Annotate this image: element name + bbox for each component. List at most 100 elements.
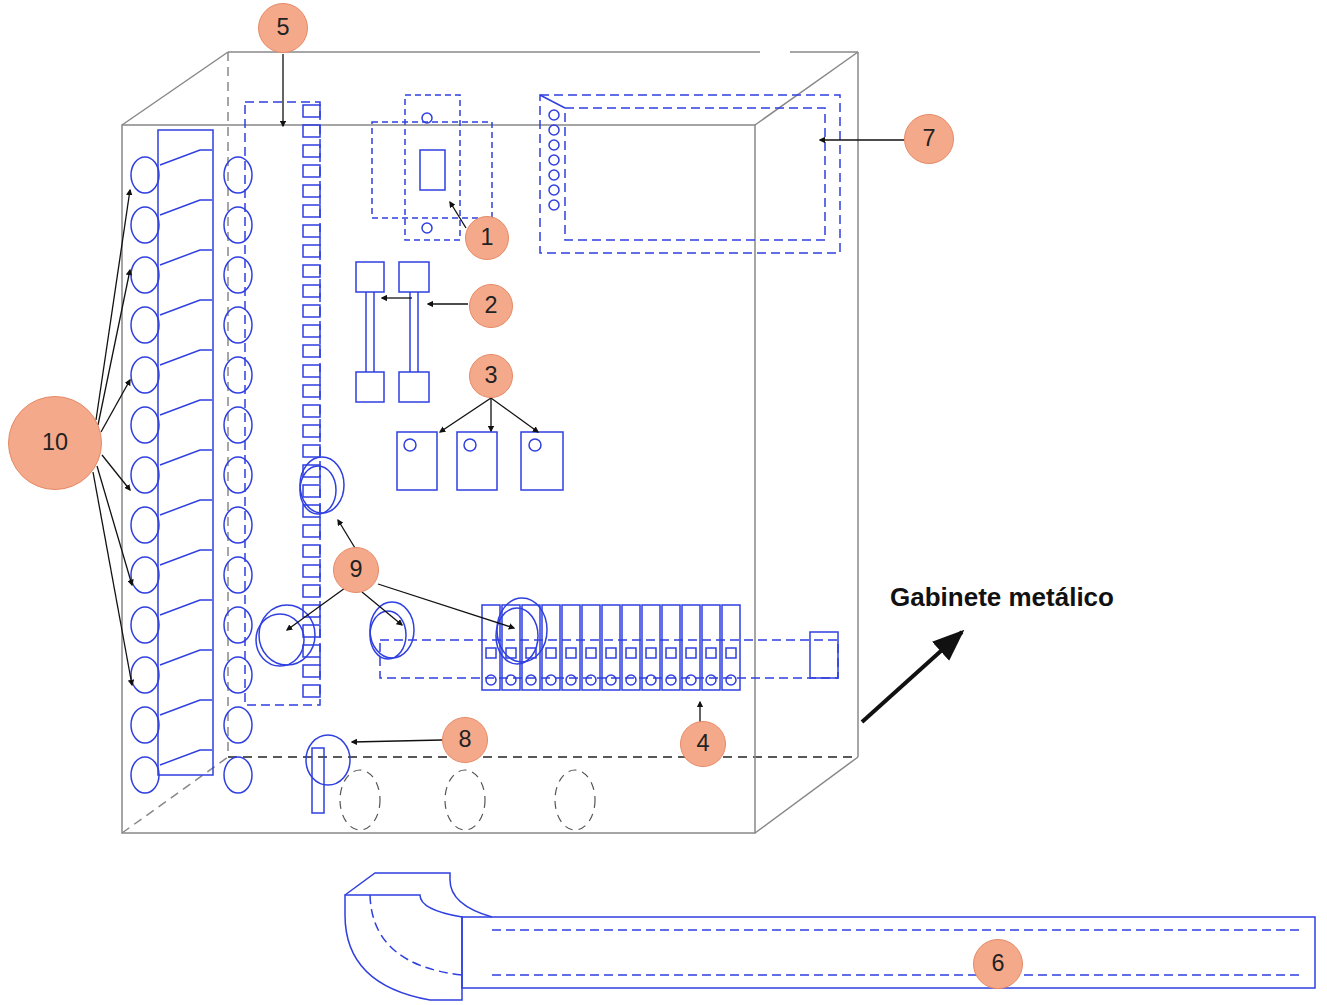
box-hole: [549, 185, 559, 195]
cable-gland: [131, 307, 159, 343]
terminal: [482, 605, 500, 690]
terminal-screw: [566, 675, 576, 685]
terminal: [582, 605, 600, 690]
gland-strip: [160, 300, 212, 315]
terminal-screw: [526, 675, 536, 685]
duct-tooth: [303, 125, 320, 137]
duct-tooth: [303, 625, 320, 637]
duct-tooth: [303, 345, 320, 357]
box-hole: [549, 125, 559, 135]
terminal-screw: [646, 648, 656, 658]
duct-tooth: [303, 205, 320, 217]
duct-tooth: [303, 365, 320, 377]
callout-number: 9: [333, 547, 379, 593]
duct-tooth: [303, 685, 320, 697]
duct-tooth: [303, 565, 320, 577]
metal-cabinet: [122, 52, 858, 833]
gland-strip: [160, 400, 212, 415]
callout-number: 1: [465, 216, 509, 260]
terminal-screw: [586, 675, 596, 685]
duct-tooth: [303, 485, 320, 497]
leader-lines: [93, 54, 904, 742]
duct-tooth: [303, 325, 320, 337]
cable-gland: [224, 157, 252, 193]
box-hole: [549, 155, 559, 165]
cable-gland: [131, 207, 159, 243]
cable-gland: [224, 607, 252, 643]
duct-tooth: [303, 585, 320, 597]
cable-gland: [224, 457, 252, 493]
cable-gland: [131, 407, 159, 443]
terminal: [502, 605, 520, 690]
cable-gland: [131, 557, 159, 593]
gland-strip: [160, 550, 212, 565]
terminal: [522, 605, 540, 690]
terminal: [722, 605, 740, 690]
duct-tooth: [303, 105, 320, 117]
cabinet-pointer: [862, 632, 962, 722]
terminal-screw: [686, 648, 696, 658]
gland-strip: [160, 500, 212, 515]
gland-strip: [160, 600, 212, 615]
gland-strip: [160, 750, 212, 765]
terminal-screw: [586, 648, 596, 658]
terminal: [602, 605, 620, 690]
cable-gland: [224, 507, 252, 543]
duct-tooth: [303, 645, 320, 657]
duct-tooth: [303, 285, 320, 297]
duct-tooth: [303, 665, 320, 677]
box-hole: [549, 140, 559, 150]
duct-tooth: [303, 245, 320, 257]
callout-number: 6: [973, 939, 1023, 989]
cable-gland: [224, 757, 252, 793]
cable-gland: [224, 407, 252, 443]
terminal-screw: [486, 648, 496, 658]
box-hole: [549, 200, 559, 210]
callout-number: 3: [469, 354, 513, 398]
terminal-screw: [486, 675, 496, 685]
duct-tooth: [303, 385, 320, 397]
terminal-screw: [566, 648, 576, 658]
terminal: [622, 605, 640, 690]
terminal-screw: [666, 675, 676, 685]
gland-strip: [160, 250, 212, 265]
cable-gland: [224, 307, 252, 343]
terminal-screw: [726, 675, 736, 685]
terminal: [682, 605, 700, 690]
callout-number: 7: [904, 114, 954, 164]
terminal-screw: [526, 648, 536, 658]
components: [131, 95, 1315, 1000]
gland-strip: [160, 700, 212, 715]
cable-gland: [131, 707, 159, 743]
terminal-screw: [646, 675, 656, 685]
callout-number: 2: [469, 284, 513, 328]
cable-gland: [224, 357, 252, 393]
duct-tooth: [303, 525, 320, 537]
callout-number: 4: [680, 721, 726, 767]
terminal-screw: [726, 648, 736, 658]
gland-strip: [160, 350, 212, 365]
cable-gland: [131, 357, 159, 393]
callout-number: 10: [8, 396, 102, 490]
cable-gland: [131, 257, 159, 293]
gland-strip: [160, 150, 212, 165]
terminal: [562, 605, 580, 690]
terminal-screw: [706, 648, 716, 658]
terminal-screw: [666, 648, 676, 658]
gland-strip: [160, 450, 212, 465]
knockouts: [340, 770, 595, 830]
terminal: [662, 605, 680, 690]
cable-gland: [224, 257, 252, 293]
cable-gland: [131, 657, 159, 693]
gland-strip: [160, 650, 212, 665]
cable-gland: [131, 507, 159, 543]
terminal-screw: [546, 675, 556, 685]
duct-tooth: [303, 145, 320, 157]
terminal: [702, 605, 720, 690]
duct-tooth: [303, 545, 320, 557]
box-hole: [549, 110, 559, 120]
terminal-screw: [706, 675, 716, 685]
cable-gland: [224, 707, 252, 743]
duct-tooth: [303, 405, 320, 417]
